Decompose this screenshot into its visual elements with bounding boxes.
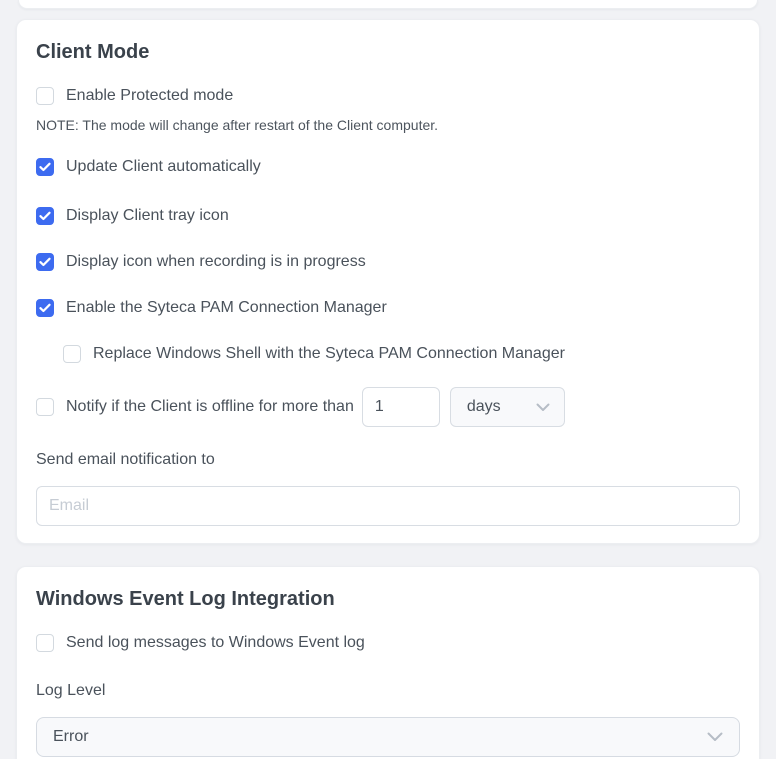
display-recording-icon-label: Display icon when recording is in progre… xyxy=(66,253,366,270)
offline-notify-label: Notify if the Client is offline for more… xyxy=(66,398,354,415)
protected-mode-note: NOTE: The mode will change after restart… xyxy=(36,117,439,133)
display-client-tray-icon-row[interactable]: Display Client tray icon xyxy=(36,206,740,226)
previous-card-bottom-edge xyxy=(18,0,758,9)
client-mode-title: Client Mode xyxy=(36,41,150,63)
offline-notify-checkbox[interactable] xyxy=(36,398,54,416)
offline-unit-value: days xyxy=(466,398,501,415)
offline-unit-select[interactable]: days xyxy=(449,387,565,427)
update-client-automatically-checkbox[interactable] xyxy=(36,158,54,176)
enable-pam-connection-manager-checkbox[interactable] xyxy=(36,299,54,317)
check-icon xyxy=(39,303,51,313)
email-notification-label: Send email notification to xyxy=(36,451,215,468)
display-client-tray-icon-label: Display Client tray icon xyxy=(66,207,229,224)
send-log-messages-row[interactable]: Send log messages to Windows Event log xyxy=(36,633,740,653)
offline-threshold-input[interactable] xyxy=(361,387,440,427)
display-recording-icon-row[interactable]: Display icon when recording is in progre… xyxy=(36,252,740,272)
display-client-tray-icon-checkbox[interactable] xyxy=(36,207,54,225)
update-client-automatically-row[interactable]: Update Client automatically xyxy=(36,157,740,177)
send-log-messages-label: Send log messages to Windows Event log xyxy=(66,634,365,651)
replace-windows-shell-label: Replace Windows Shell with the Syteca PA… xyxy=(93,345,565,362)
offline-notify-row: Notify if the Client is offline for more… xyxy=(36,387,740,427)
send-log-messages-checkbox[interactable] xyxy=(36,634,54,652)
chevron-down-icon xyxy=(707,732,723,742)
log-level-label: Log Level xyxy=(36,682,106,699)
enable-pam-connection-manager-label: Enable the Syteca PAM Connection Manager xyxy=(66,299,387,316)
enable-protected-mode-checkbox[interactable] xyxy=(36,87,54,105)
check-icon xyxy=(39,211,51,221)
chevron-down-icon xyxy=(536,403,550,412)
check-icon xyxy=(39,162,51,172)
replace-windows-shell-row[interactable]: Replace Windows Shell with the Syteca PA… xyxy=(63,344,740,364)
check-icon xyxy=(39,257,51,267)
log-level-select[interactable]: Error xyxy=(36,717,740,757)
log-level-value: Error xyxy=(53,728,89,745)
enable-protected-mode-row[interactable]: Enable Protected mode xyxy=(36,86,740,106)
email-input[interactable] xyxy=(36,486,740,526)
event-log-title: Windows Event Log Integration xyxy=(36,588,335,610)
event-log-card: Windows Event Log Integration Send log m… xyxy=(16,566,760,759)
display-recording-icon-checkbox[interactable] xyxy=(36,253,54,271)
client-mode-card: Client Mode Enable Protected mode NOTE: … xyxy=(16,19,760,544)
enable-protected-mode-label: Enable Protected mode xyxy=(66,87,234,104)
enable-pam-connection-manager-row[interactable]: Enable the Syteca PAM Connection Manager xyxy=(36,298,740,318)
replace-windows-shell-checkbox[interactable] xyxy=(63,345,81,363)
update-client-automatically-label: Update Client automatically xyxy=(66,158,261,175)
